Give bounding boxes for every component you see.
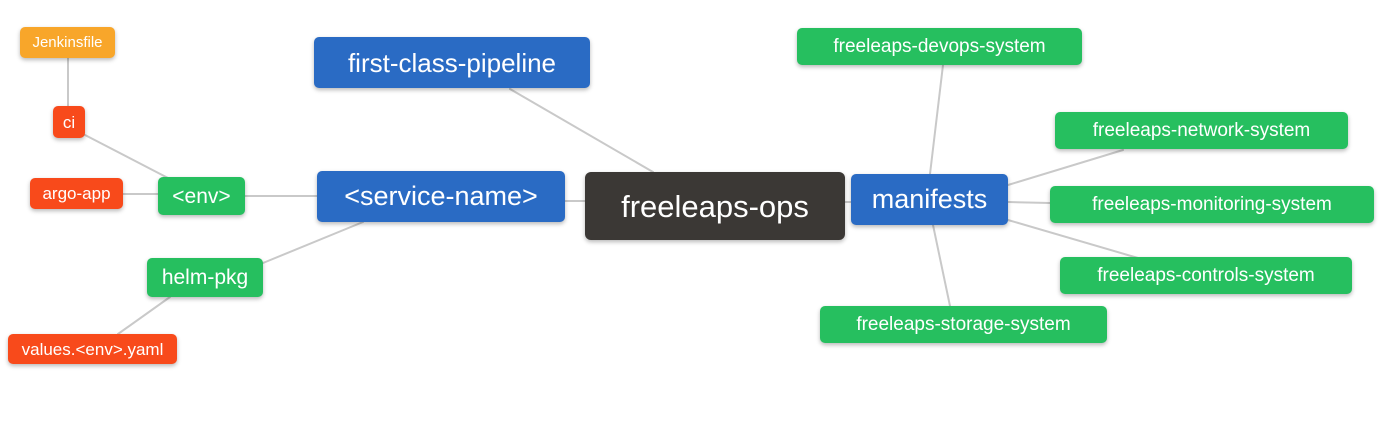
node-manifests[interactable]: manifests xyxy=(851,174,1008,225)
node-helm-pkg[interactable]: helm-pkg xyxy=(147,258,263,297)
node-env[interactable]: <env> xyxy=(158,177,245,215)
node-freeleaps-storage-system[interactable]: freeleaps-storage-system xyxy=(820,306,1107,343)
node-values-env-yaml[interactable]: values.<env>.yaml xyxy=(8,334,177,364)
node-service-name[interactable]: <service-name> xyxy=(317,171,565,222)
edge-manifests-monitoring-system xyxy=(1007,201,1051,204)
edge-manifests-controls-system xyxy=(1007,219,1139,259)
node-jenkinsfile[interactable]: Jenkinsfile xyxy=(20,27,115,58)
edge-service-name-helm-pkg xyxy=(262,221,364,264)
node-freeleaps-devops-system[interactable]: freeleaps-devops-system xyxy=(797,28,1082,65)
node-argo-app[interactable]: argo-app xyxy=(30,178,123,209)
node-freeleaps-network-system[interactable]: freeleaps-network-system xyxy=(1055,112,1348,149)
edge-first-class-pipeline-ops xyxy=(509,88,654,173)
node-first-class-pipeline[interactable]: first-class-pipeline xyxy=(314,37,590,88)
edge-ci-env xyxy=(84,134,169,179)
node-freeleaps-controls-system[interactable]: freeleaps-controls-system xyxy=(1060,257,1352,294)
edge-helm-pkg-values-env-yaml xyxy=(117,296,171,335)
edge-manifests-devops-system xyxy=(929,64,944,175)
node-ci[interactable]: ci xyxy=(53,106,85,138)
node-freeleaps-ops[interactable]: freeleaps-ops xyxy=(585,172,845,240)
edge-manifests-storage-system xyxy=(932,224,951,307)
node-freeleaps-monitoring-system[interactable]: freeleaps-monitoring-system xyxy=(1050,186,1374,223)
edge-manifests-network-system xyxy=(1007,149,1124,186)
